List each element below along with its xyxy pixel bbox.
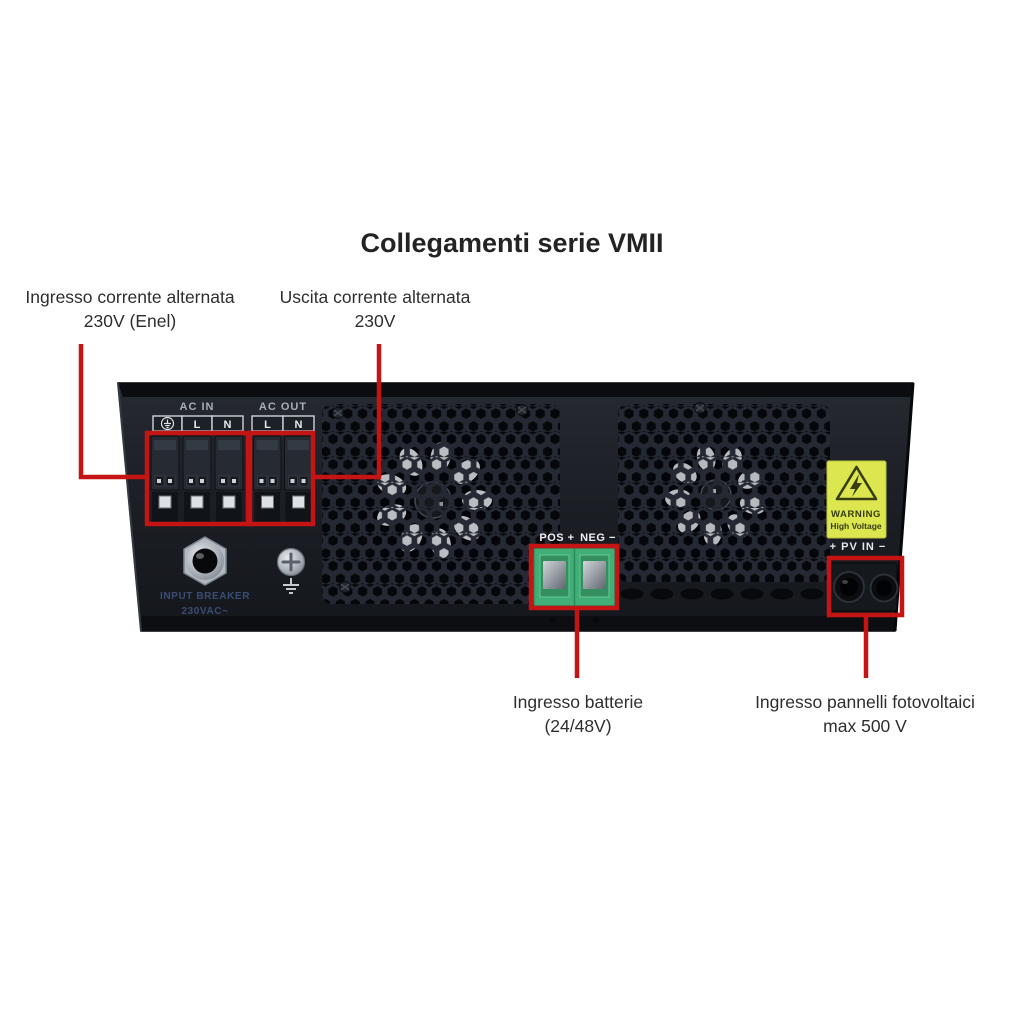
screw-icon: [332, 407, 344, 419]
battery-neg-clamp: [583, 561, 606, 589]
ac-out-n-letter: N: [295, 419, 303, 431]
warning-word: WARNING: [831, 509, 881, 520]
input-breaker-label: INPUT BREAKER: [160, 591, 250, 602]
screw-icon: [339, 581, 351, 593]
battery-highlight-box: [528, 543, 620, 611]
ac-in-l-letter: L: [194, 419, 201, 431]
high-voltage-icon: [835, 465, 878, 501]
pv-callout-line1: Ingresso pannelli fotovoltaici: [755, 692, 975, 712]
page-title: Collegamenti serie VMII: [360, 228, 663, 258]
callout-label-ac-out: Uscita corrente alternata 230V: [280, 287, 471, 331]
inverter-rear-panel: AC IN L N AC OUT L N: [117, 382, 915, 632]
input-breaker-voltage: 230VAC~: [181, 606, 228, 617]
terminal-unit: [150, 435, 180, 523]
ac-in-callout-line: [78, 344, 147, 480]
battery-callout-line2: (24/48V): [544, 716, 611, 736]
ground-screw: [276, 547, 306, 594]
battery-callout-line1: Ingresso batterie: [513, 692, 643, 712]
input-breaker: INPUT BREAKER 230VAC~: [160, 536, 250, 617]
ac-in-callout-line2: 230V (Enel): [84, 311, 176, 331]
battery-pos-label: POS +: [539, 532, 574, 544]
panel-left-edge: [117, 382, 142, 632]
panel-screws: [332, 402, 706, 593]
screw-icon: [694, 402, 706, 414]
ac-out-label: AC OUT: [259, 401, 307, 413]
terminal-unit: [214, 435, 244, 523]
ac-out-callout-line1: Uscita corrente alternata: [280, 287, 471, 307]
ac-terminal-blocks: [150, 435, 313, 523]
pv-callout-line2: max 500 V: [823, 716, 907, 736]
ac-out-section: AC OUT L N: [251, 401, 315, 432]
battery-terminal: POS + NEG −: [533, 532, 616, 607]
terminal-unit: [182, 435, 212, 523]
ac-out-callout-line: [313, 344, 382, 480]
bottom-vent-holes: [549, 588, 824, 624]
earth-symbol-icon: [283, 578, 299, 594]
panel-bottom-lip: [141, 616, 895, 631]
ac-out-callout-line2: 230V: [355, 311, 396, 331]
ac-in-section: AC IN L N: [152, 401, 244, 432]
left-grille-mesh: [322, 404, 560, 604]
terminal-unit: [284, 435, 313, 523]
callout-label-ac-in: Ingresso corrente alternata 230V (Enel): [25, 287, 234, 331]
warning-sticker: WARNING High Voltage: [826, 460, 887, 539]
screw-icon: [516, 404, 528, 416]
terminal-unit: [253, 435, 282, 523]
pv-in-header: + PV IN −: [830, 541, 887, 553]
ground-icon: [160, 416, 175, 431]
left-fan-grille: [322, 404, 560, 604]
warning-subtext: High Voltage: [830, 521, 882, 531]
callout-label-battery: Ingresso batterie (24/48V): [513, 692, 643, 736]
pv-connectors: [830, 562, 899, 612]
ac-in-label: AC IN: [180, 401, 215, 413]
breaker-button: [192, 548, 218, 574]
callout-label-pv: Ingresso pannelli fotovoltaici max 500 V: [755, 692, 975, 736]
right-grille-mesh: [618, 404, 830, 582]
ac-out-l-letter: L: [264, 419, 271, 431]
battery-neg-label: NEG −: [580, 532, 616, 544]
right-fan-grille: [618, 404, 830, 582]
ac-in-callout-line1: Ingresso corrente alternata: [25, 287, 234, 307]
ac-in-n-letter: N: [224, 419, 232, 431]
panel-top-bevel: [118, 383, 913, 397]
battery-pos-clamp: [543, 561, 566, 589]
